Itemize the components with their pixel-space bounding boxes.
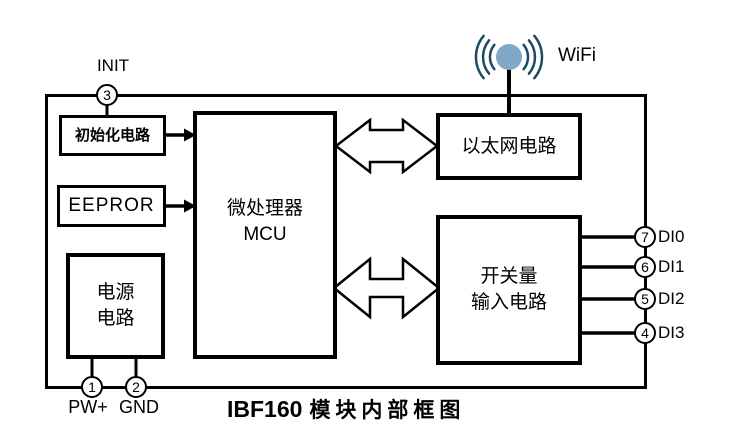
pin-3-number: 3 [103, 87, 111, 103]
pin-circle-2: 2 [125, 376, 147, 398]
block-eeprom-label: EEPROR [68, 195, 155, 216]
block-eeprom: EEPROR [57, 185, 166, 227]
block-ethernet-circuit: 以太网电路 [436, 113, 582, 180]
block-digital-input-circuit: 开关量 输入电路 [436, 215, 582, 365]
pin-4-number: 4 [641, 325, 649, 341]
block-mcu-label-line1: 微处理器 [226, 198, 303, 219]
pin-circle-5: 5 [634, 288, 656, 310]
block-power-label-line2: 电路 [96, 308, 135, 329]
pin-7-number: 7 [641, 229, 649, 245]
wifi-dot [496, 44, 522, 70]
wifi-arc-right-2 [527, 39, 537, 75]
pin-6-number: 6 [641, 259, 649, 275]
pin-1-label: PW+ [68, 397, 108, 417]
pin-5-label: DI2 [658, 289, 685, 308]
block-digital-input-label-line1: 开关量 [480, 266, 538, 287]
wifi-arcs [474, 34, 544, 80]
pin-circle-4: 4 [634, 322, 656, 344]
wifi-arc-left-3 [474, 34, 485, 80]
block-mcu-label-line2: MCU [243, 224, 287, 245]
block-power-circuit: 电源 电路 [66, 253, 165, 359]
block-power-label-line1: 电源 [96, 282, 135, 303]
pin-2-number: 2 [132, 379, 140, 395]
diagram-caption: IBF160 模块内部框图 [227, 394, 465, 424]
pin-2-label: GND [119, 397, 159, 417]
pin-6-label: DI1 [658, 257, 685, 276]
pin-circle-6: 6 [634, 256, 656, 278]
block-init-circuit: 初始化电路 [59, 115, 166, 156]
block-digital-input-label-line2: 输入电路 [470, 292, 547, 313]
pin-circle-3: 3 [96, 84, 118, 106]
eeprom-to-mcu-arrow-head [184, 199, 196, 213]
wifi-arc-left-1 [488, 43, 496, 71]
wifi-arc-left-2 [481, 39, 491, 75]
wifi-arc-right-3 [533, 34, 544, 80]
diagram-caption-model: IBF160 [227, 396, 303, 422]
pin-circle-1: 1 [81, 376, 103, 398]
block-init-circuit-label: 初始化电路 [74, 126, 150, 144]
pin-4-label: DI3 [658, 323, 685, 342]
diagram-caption-text: 模块内部框图 [309, 399, 466, 422]
init-to-mcu-arrow-head [184, 128, 196, 142]
block-ethernet-label: 以太网电路 [461, 135, 557, 157]
wifi-arc-right-1 [522, 43, 530, 71]
block-mcu: 微处理器 MCU [193, 111, 337, 359]
pin-7-label: DI0 [658, 227, 685, 246]
pin-1-number: 1 [88, 379, 96, 395]
wifi-label: WiFi [558, 45, 596, 66]
pin-3-label: INIT [96, 56, 130, 75]
pin-5-number: 5 [641, 291, 649, 307]
pin-circle-7: 7 [634, 226, 656, 248]
